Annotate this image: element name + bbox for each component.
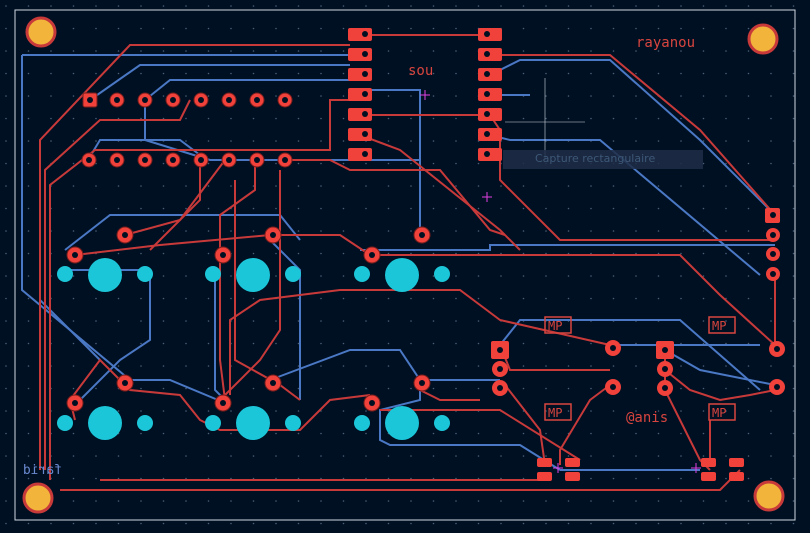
right-connector	[765, 208, 780, 281]
origin-markers	[420, 90, 701, 473]
header-right-column	[478, 28, 502, 161]
switch-footprints	[57, 226, 450, 440]
board-edge-outline	[14, 9, 796, 521]
label-rayanou: rayanou	[636, 35, 695, 51]
label-anis: @anis	[626, 410, 668, 426]
mp-label-group: MP MP MP MP	[544, 316, 736, 421]
lower-right-components	[491, 340, 785, 481]
mounting-holes	[22, 16, 785, 514]
cursor-crosshair	[505, 78, 585, 160]
tooltip-box	[503, 150, 703, 169]
label-sou: sou	[408, 63, 433, 79]
header-left-column	[348, 28, 372, 161]
pad-row-top	[81, 92, 293, 168]
tooltip-rectangular-capture: Capture rectangulaire	[535, 152, 656, 165]
mp-label: MP	[548, 319, 562, 333]
label-farid: farid	[23, 463, 62, 478]
mp-label: MP	[548, 406, 562, 420]
mp-label: MP	[712, 406, 726, 420]
mp-label: MP	[712, 319, 726, 333]
